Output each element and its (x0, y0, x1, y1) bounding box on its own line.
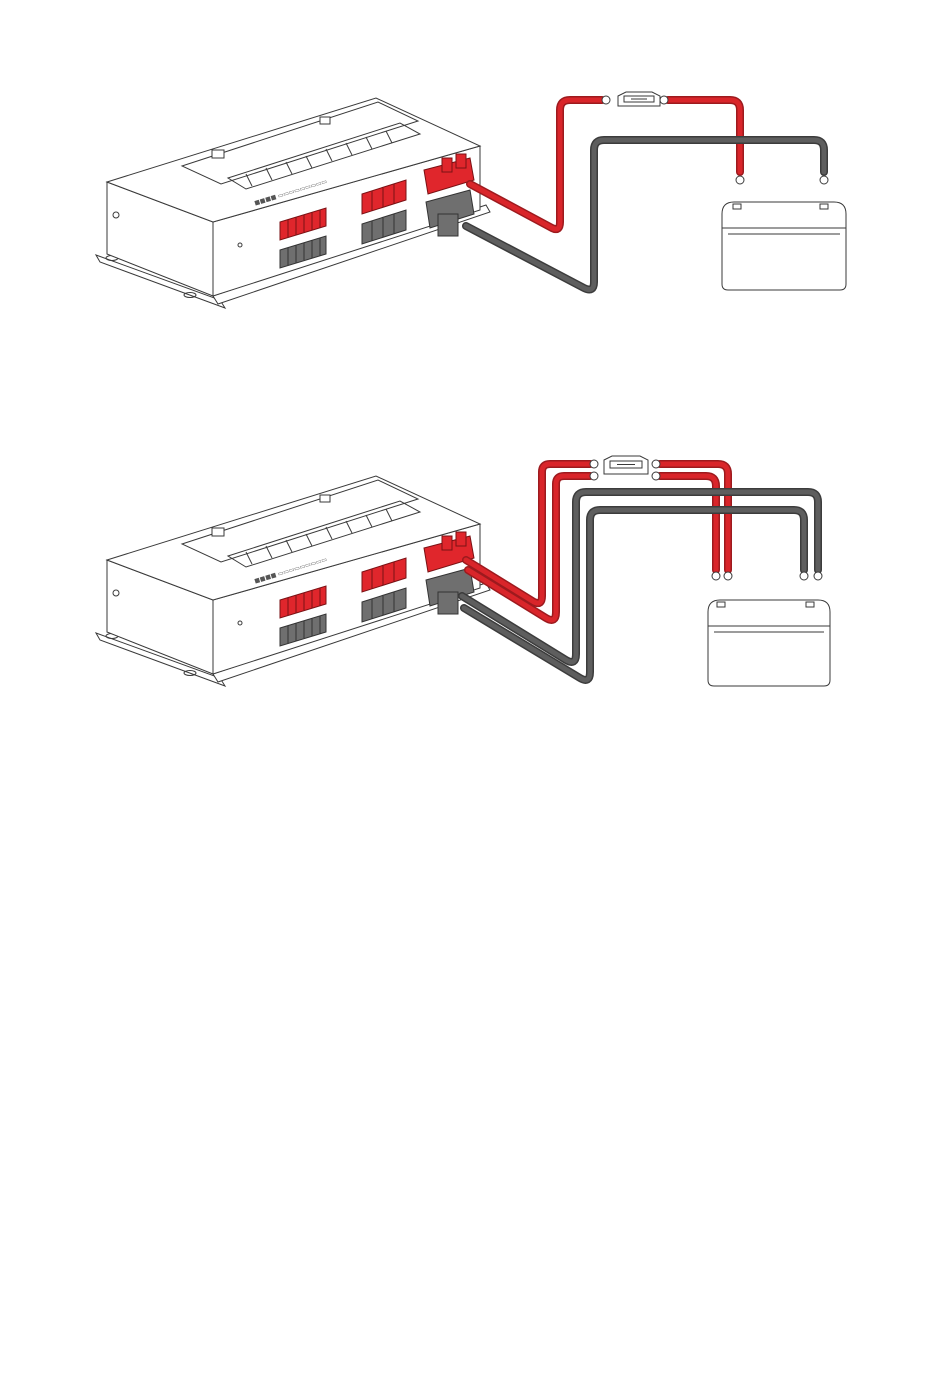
wiring-diagram-single-svg: ■■■■ ▭▭▭▭▭▭▭▭▭ (0, 0, 950, 360)
inline-fuse-icon (602, 92, 668, 106)
positive-wire (470, 100, 740, 229)
wiring-diagram-single: ■■■■ ▭▭▭▭▭▭▭▭▭ (0, 0, 950, 360)
ring-terminal-icon (712, 572, 822, 580)
wiring-diagram-dual: ■■■■ ▭▭▭▭▭▭▭▭▭ (0, 420, 950, 750)
amplifier-unit-icon: ■■■■ ▭▭▭▭▭▭▭▭▭ (96, 98, 490, 308)
wiring-diagram-dual-svg: ■■■■ ▭▭▭▭▭▭▭▭▭ (0, 420, 950, 750)
dual-inline-fuse-icon (590, 456, 660, 480)
positive-wire-pair (466, 464, 728, 620)
battery-icon (722, 202, 846, 290)
battery-icon (708, 600, 830, 686)
amplifier-unit-icon: ■■■■ ▭▭▭▭▭▭▭▭▭ (96, 476, 490, 686)
ring-terminal-icon (736, 176, 828, 184)
